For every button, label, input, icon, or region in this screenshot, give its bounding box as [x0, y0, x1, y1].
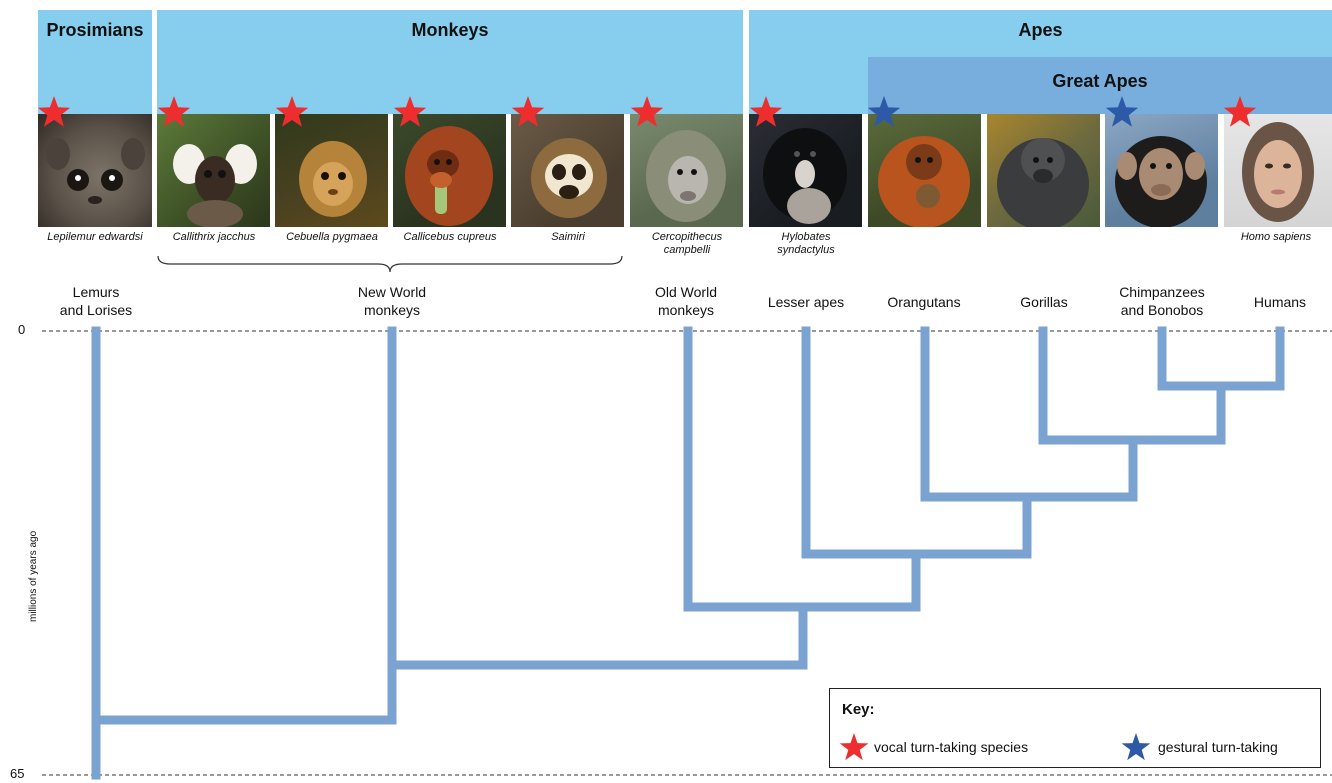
species-label: Callicebus cupreus [403, 231, 497, 243]
red-star-icon [511, 96, 545, 127]
group-lesser-apes: Lesser apes [767, 294, 845, 310]
group-chimps: Chimpanzees and Bonobos [1119, 284, 1205, 318]
species-label: Saimiri [551, 231, 585, 243]
legend-box: Key: vocal turn-taking species gestural … [829, 688, 1321, 768]
legend-gestural-label: gestural turn-taking [1158, 739, 1278, 755]
group-orangutans: Orangutans [887, 294, 961, 310]
chimpanzee-photo [1105, 114, 1218, 227]
orangutan-photo [868, 114, 981, 227]
gorilla-photo [987, 114, 1100, 227]
campbells-monkey-photo [630, 114, 743, 227]
squirrel-monkey-photo [511, 114, 624, 227]
species-label: Homo sapiens [1240, 231, 1312, 243]
axis-zero-label: 0 [18, 322, 26, 337]
monkeys-band [157, 10, 743, 114]
blue-star-icon [1121, 733, 1151, 761]
red-star-icon [157, 96, 191, 127]
legend-title: Key: [842, 701, 875, 718]
great-apes-band [868, 57, 1332, 114]
red-star-icon [275, 96, 309, 127]
apes-label: Apes [1018, 20, 1063, 40]
blue-star-icon [867, 96, 901, 127]
species-label: Cebuella pygmaea [286, 231, 378, 243]
new-world-brace [157, 255, 623, 273]
red-star-icon [839, 733, 869, 761]
species-label: Hylobates syndactylus [777, 231, 835, 256]
legend-vocal-label: vocal turn-taking species [874, 739, 1029, 755]
titi-monkey-photo [393, 114, 506, 227]
group-lemurs: Lemurs and Lorises [59, 284, 133, 318]
group-gorillas: Gorillas [1020, 294, 1068, 310]
prosimians-band [38, 10, 152, 114]
great-apes-label: Great Apes [1052, 71, 1148, 91]
red-star-icon [37, 96, 71, 127]
siamang-photo [749, 114, 862, 227]
tree-branches [91, 326, 1285, 780]
group-new-world: New World monkeys [357, 284, 427, 318]
lemur-photo [38, 114, 152, 227]
red-star-icon [749, 96, 783, 127]
red-star-icon [1223, 96, 1257, 127]
red-star-icon [393, 96, 427, 127]
marmoset-photo [157, 114, 270, 227]
human-photo [1224, 114, 1332, 227]
red-star-icon [630, 96, 664, 127]
monkeys-label: Monkeys [411, 20, 489, 40]
pygmy-marmoset-photo [275, 114, 388, 227]
species-label: Cercopithecus campbelli [651, 231, 723, 256]
prosimians-label: Prosimians [46, 20, 144, 40]
species-label: Lepilemur edwardsi [47, 231, 143, 243]
blue-star-icon [1105, 96, 1139, 127]
axis-65-label: 65 [10, 766, 25, 781]
group-old-world: Old World monkeys [655, 284, 717, 318]
species-label: Callithrix jacchus [172, 231, 256, 243]
group-humans: Humans [1253, 294, 1307, 310]
star-layer [37, 96, 1257, 127]
